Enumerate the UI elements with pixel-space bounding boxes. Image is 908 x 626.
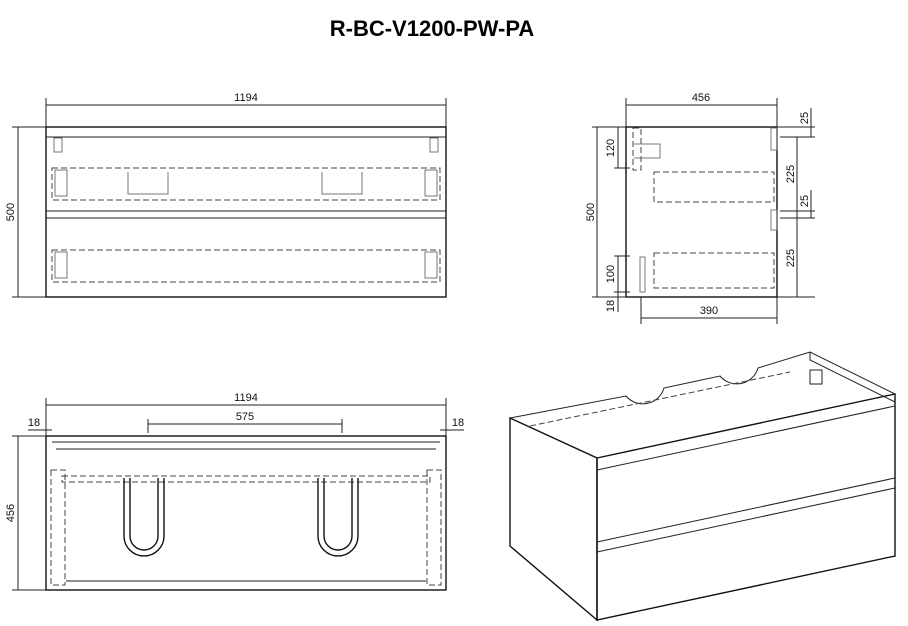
side-view: 456 500 120 100 18 390 25 225 25 225	[585, 92, 815, 324]
top-view: 1194 575 18 18 456	[5, 392, 464, 591]
left-panel-dim: 18	[28, 417, 40, 429]
drawer-lower-dim: 225	[785, 249, 797, 267]
front-view: 1194 500	[5, 92, 447, 298]
plinth-dim: 18	[605, 300, 617, 312]
inner-depth-dim: 390	[700, 305, 718, 317]
side-height-dim: 500	[585, 203, 597, 221]
bottom-offset-dim: 100	[605, 265, 617, 283]
drawer-upper-dim: 225	[785, 165, 797, 183]
spacing-dim: 575	[236, 411, 254, 423]
right-panel-dim: 18	[452, 417, 464, 429]
top-width-dim: 1194	[234, 392, 258, 404]
side-depth-dim: 456	[692, 92, 710, 104]
drawing-title: R-BC-V1200-PW-PA	[330, 16, 535, 41]
front-width-dim: 1194	[234, 92, 258, 104]
isometric-view	[509, 351, 896, 622]
gap-mid-dim: 25	[799, 195, 811, 207]
top-depth-dim: 456	[5, 504, 17, 522]
gap-top-dim: 25	[799, 112, 811, 124]
front-height-dim: 500	[5, 203, 17, 221]
top-offset-dim: 120	[605, 139, 617, 157]
